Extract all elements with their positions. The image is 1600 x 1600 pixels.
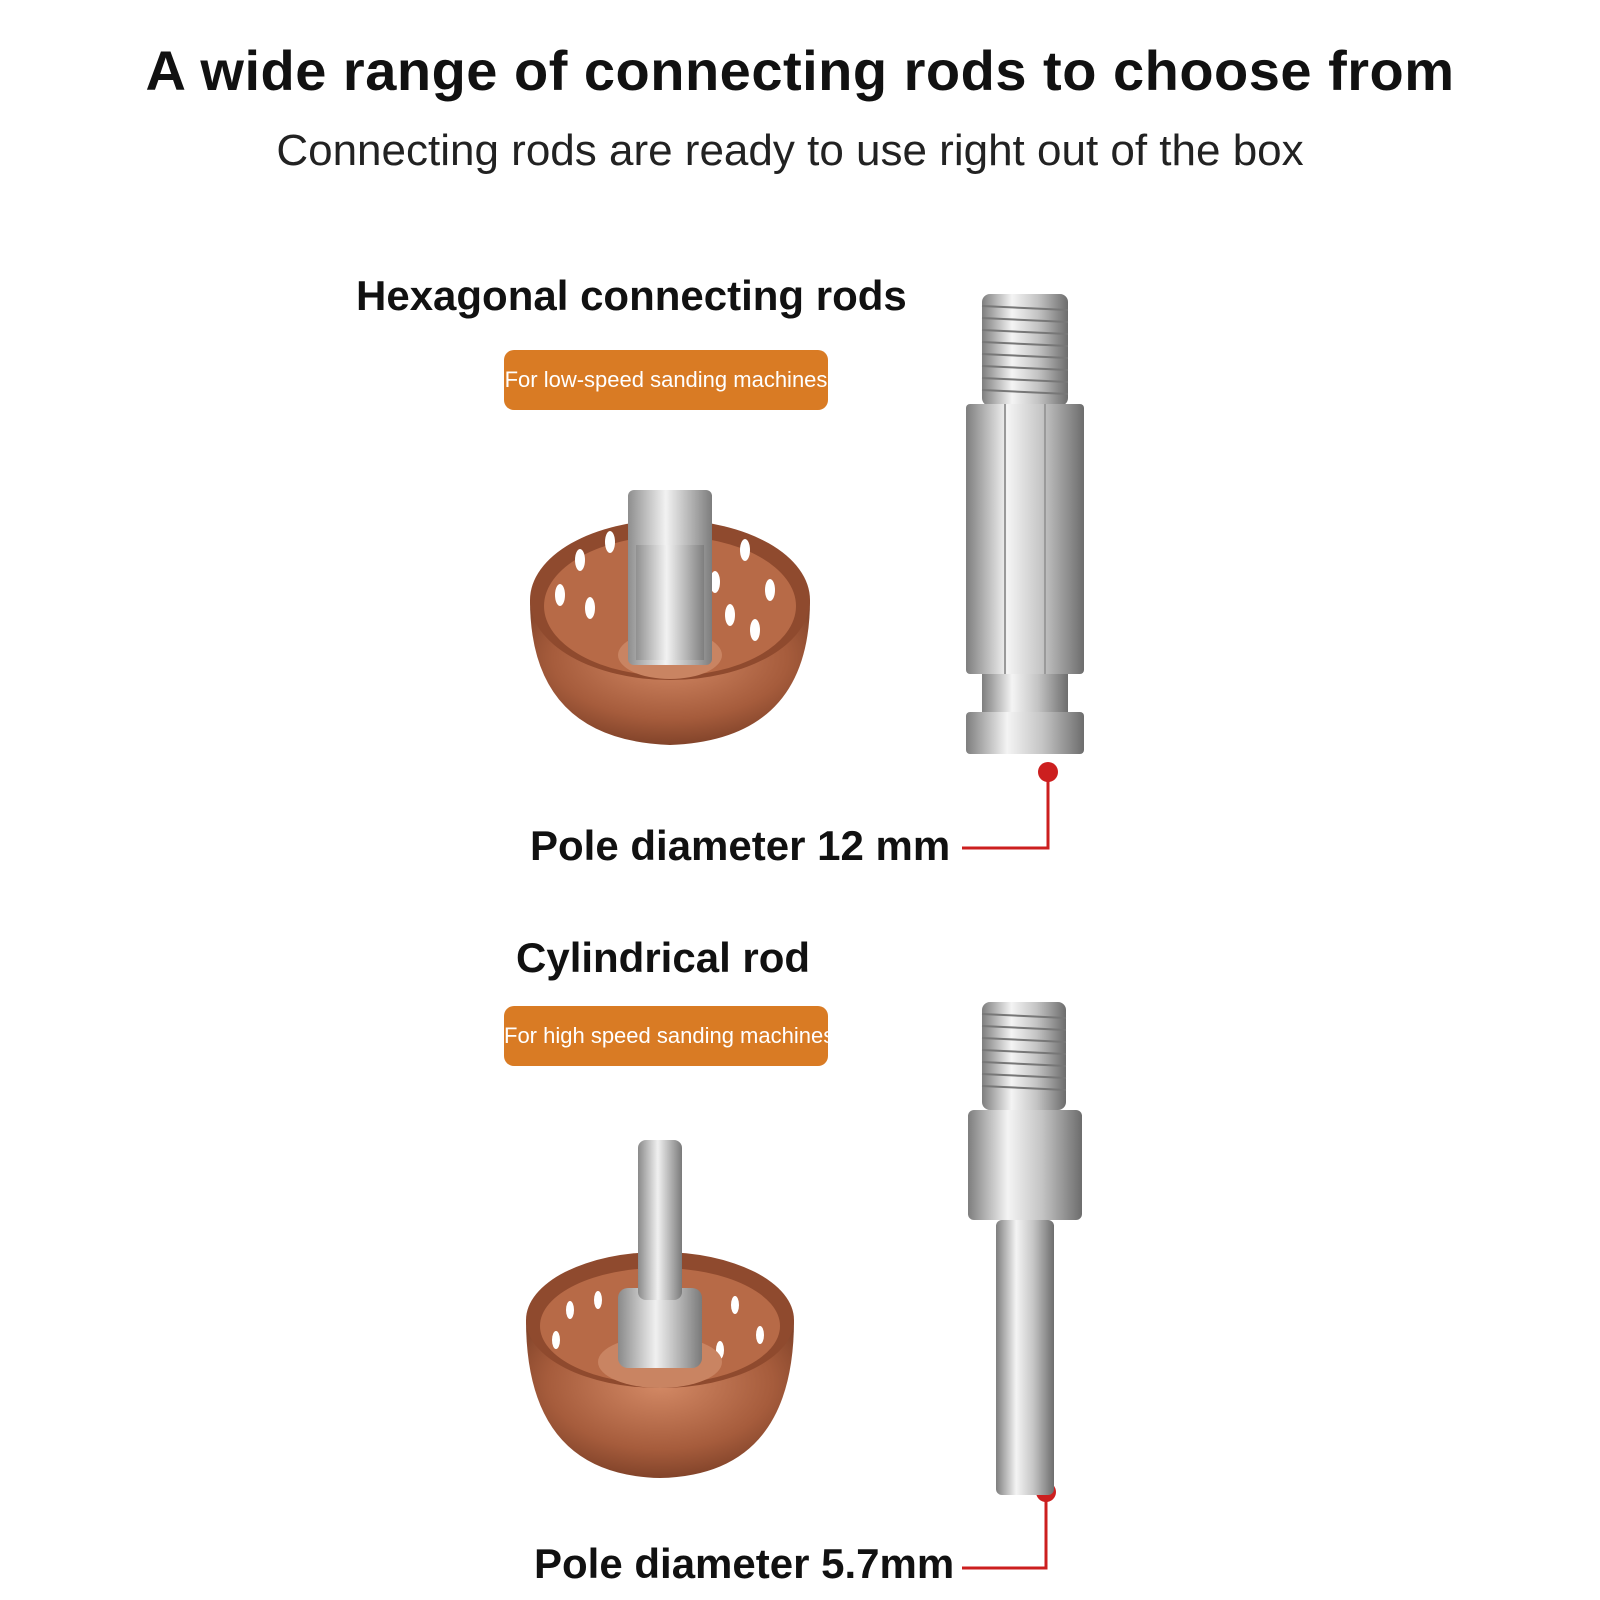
hex-connecting-rod-image — [966, 294, 1084, 754]
badge-low-speed: For low-speed sanding machines — [504, 350, 828, 410]
hex-bowl-tool-image — [530, 490, 810, 745]
dimension-label-5-7mm: Pole diameter 5.7mm — [534, 1540, 955, 1587]
cylindrical-connecting-rod-image — [968, 1002, 1082, 1495]
page-title: A wide range of connecting rods to choos… — [145, 39, 1455, 102]
badge-high-speed: For high speed sanding machines — [504, 1006, 828, 1066]
dimension-label-12mm: Pole diameter 12 mm — [530, 822, 951, 869]
section-title-hexagonal: Hexagonal connecting rods — [356, 272, 907, 319]
section-title-cylindrical: Cylindrical rod — [516, 934, 811, 981]
page-subtitle: Connecting rods are ready to use right o… — [276, 126, 1304, 175]
cylindrical-bowl-tool-image — [526, 1140, 794, 1478]
